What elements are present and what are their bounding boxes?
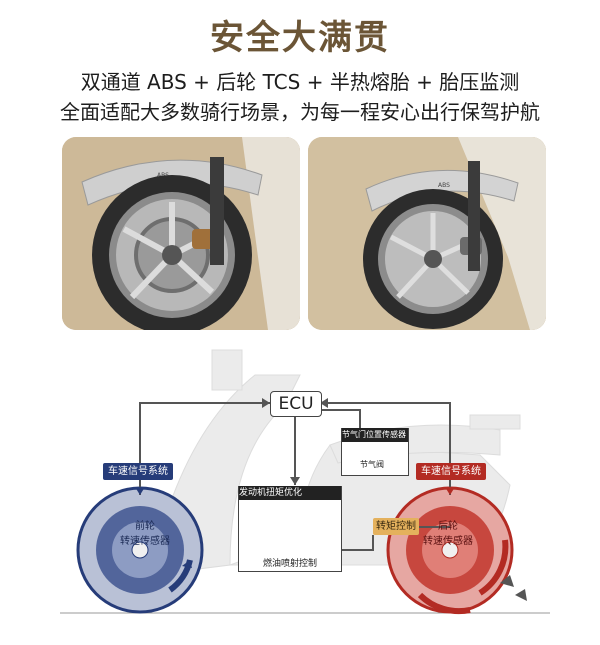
engine-torque-label: 发动机扭矩优化 — [239, 486, 341, 500]
abs-mark-right: ABS — [438, 182, 450, 189]
torque-control-tag: 转矩控制 — [373, 518, 419, 535]
rear-sensor-line1: 后轮 — [438, 521, 458, 532]
front-wheel-photo-left: ABS — [62, 137, 300, 330]
feature-description: 全面适配大多数骑行场景，为每一程安心出行保驾护航 — [60, 100, 540, 124]
front-sensor-line1: 前轮 — [135, 521, 155, 532]
fuel-injection-label: 燃油喷射控制 — [262, 559, 317, 569]
throttle-sensor-box: 节气门位置传感器 节气阀 — [341, 428, 409, 476]
rear-wheel-sensor-label: 后轮 转速传感器 — [418, 517, 478, 547]
front-wheel-sensor-label: 前轮 转速传感器 — [115, 517, 175, 547]
ecu-box: ECU — [270, 391, 322, 417]
traction-control-diagram: ECU 节气门位置传感器 节气阀 发动机扭矩优化 燃油喷射控制 车速信号系统 车… — [0, 335, 600, 645]
engine-box: 发动机扭矩优化 燃油喷射控制 — [238, 486, 342, 572]
rear-speed-signal-tag: 车速信号系统 — [416, 463, 486, 480]
front-sensor-line2: 转速传感器 — [120, 536, 170, 547]
front-wheel-photo-right: ABS — [308, 137, 546, 330]
rear-sensor-line2: 转速传感器 — [423, 536, 473, 547]
throttle-valve-label: 节气阀 — [360, 460, 384, 469]
abs-mark-left: ABS — [157, 172, 169, 179]
feature-list: 双通道 ABS + 后轮 TCS + 半热熔胎 + 胎压监测 — [80, 70, 520, 94]
throttle-sensor-label: 节气门位置传感器 — [342, 428, 408, 442]
front-speed-signal-tag: 车速信号系统 — [103, 463, 173, 480]
page-title: 安全大满贯 — [210, 18, 390, 58]
